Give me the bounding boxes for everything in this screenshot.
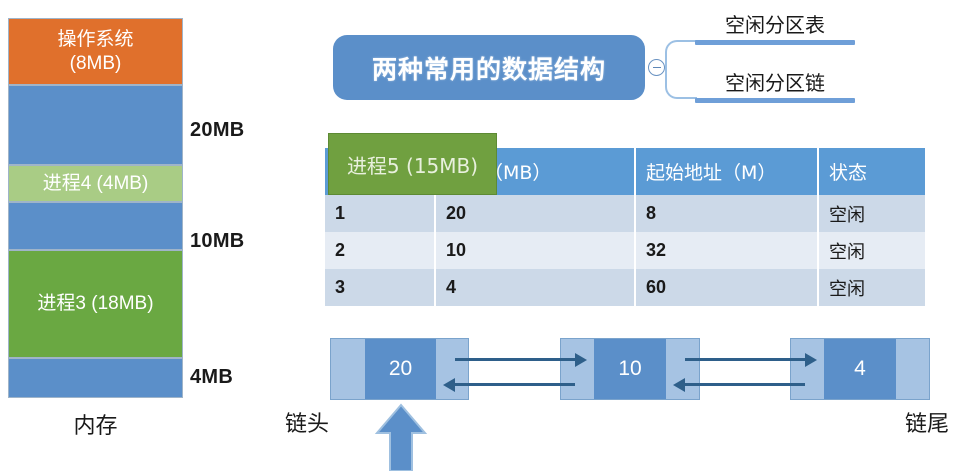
memory-caption: 内存: [73, 414, 118, 439]
memory-segment-free-20mb: [8, 85, 183, 165]
linked-list-node-10: 10: [560, 338, 700, 400]
cell-start-address: 60: [635, 269, 819, 306]
node-prev-pointer-cell: [791, 339, 824, 399]
cell-size: 20: [435, 195, 636, 232]
cell-partition-id: 1: [325, 195, 436, 232]
arrow-head-n1-n2-forward: [575, 353, 587, 367]
cell-partition-id: 2: [325, 232, 436, 269]
cell-start-address: 32: [635, 232, 819, 269]
arrow-line-n2-n1-backward: [455, 383, 575, 386]
mindmap-collapse-toggle-icon[interactable]: [648, 59, 665, 76]
memory-layout-diagram: 操作系统 (8MB) 进程4 (4MB) 进程3 (18MB): [8, 18, 183, 398]
node-value: 10: [594, 339, 666, 399]
process5-overlay-box: 进程5 (15MB): [328, 133, 497, 195]
memory-size-label-20mb: 20MB: [190, 119, 245, 141]
cell-partition-id: 3: [325, 269, 436, 306]
memory-segment-process4: 进程4 (4MB): [8, 165, 183, 202]
cell-start-address: 8: [635, 195, 819, 232]
mindmap-branch-label: 空闲分区链: [725, 71, 825, 95]
memory-segment-process3: 进程3 (18MB): [8, 250, 183, 358]
node-value: 20: [365, 339, 436, 399]
memory-size-label-4mb: 4MB: [190, 366, 234, 388]
arrow-head-n3-n2-backward: [673, 378, 685, 392]
table-row: 2 10 32 空闲: [325, 232, 925, 269]
memory-segment-os: 操作系统 (8MB): [8, 18, 183, 85]
memory-segment-process4-label: 进程4 (4MB): [42, 172, 149, 194]
memory-segment-os-line1: 操作系统: [57, 28, 134, 50]
table-header-state: 状态: [818, 148, 925, 195]
memory-size-label-10mb: 10MB: [190, 230, 245, 252]
cell-state: 空闲: [818, 232, 925, 269]
mindmap-branch-underline: [695, 98, 855, 103]
node-prev-pointer-cell: [561, 339, 594, 399]
memory-segment-os-line2: (8MB): [69, 52, 122, 74]
mindmap-branch-free-partition-chain[interactable]: 空闲分区链: [695, 71, 855, 103]
arrow-head-n2-n3-forward: [805, 353, 817, 367]
insertion-pointer-arrow-icon: [373, 403, 429, 471]
node-prev-pointer-cell: [331, 339, 365, 399]
linked-list-tail-label: 链尾: [905, 412, 950, 437]
mindmap-connector: [665, 40, 697, 99]
linked-list-node-4: 4: [790, 338, 930, 400]
node-next-pointer-cell: [896, 339, 929, 399]
mindmap-title: 两种常用的数据结构: [333, 35, 645, 100]
memory-segment-free-4mb: [8, 358, 183, 398]
arrow-head-n2-n1-backward: [443, 378, 455, 392]
minus-icon: [652, 66, 661, 69]
arrow-line-n2-n3-forward: [685, 358, 805, 361]
cell-state: 空闲: [818, 195, 925, 232]
mindmap-branch-underline: [695, 40, 855, 45]
table-header-start-address: 起始地址（M）: [635, 148, 819, 195]
mindmap-branch-free-partition-table[interactable]: 空闲分区表: [695, 13, 855, 45]
cell-state: 空闲: [818, 269, 925, 306]
arrow-line-n1-n2-forward: [455, 358, 575, 361]
linked-list-node-20: 20: [330, 338, 469, 400]
cell-size: 10: [435, 232, 636, 269]
mindmap-branch-label: 空闲分区表: [725, 13, 825, 37]
linked-list-head-label: 链头: [285, 412, 330, 437]
memory-segment-free-10mb: [8, 202, 183, 250]
memory-segment-process3-label: 进程3 (18MB): [37, 293, 154, 315]
arrow-line-n3-n2-backward: [685, 383, 805, 386]
node-value: 4: [824, 339, 896, 399]
table-row: 3 4 60 空闲: [325, 269, 925, 306]
table-row: 1 20 8 空闲: [325, 195, 925, 232]
cell-size: 4: [435, 269, 636, 306]
